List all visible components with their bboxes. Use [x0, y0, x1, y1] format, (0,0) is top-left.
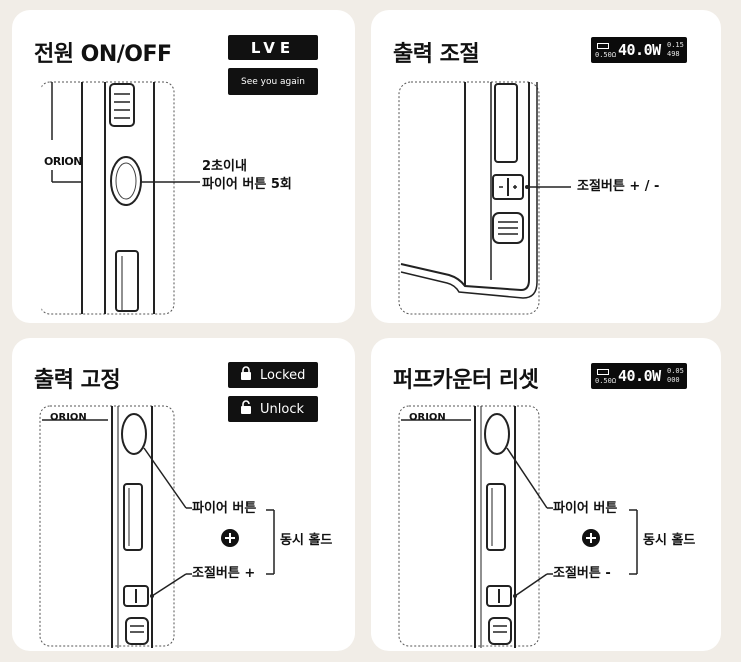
lcd-puffs-bottom-reset: 000	[667, 376, 680, 384]
hold-label-lock: 동시 홀드	[280, 533, 333, 548]
device-logo-reset: ORION	[409, 412, 446, 423]
lcd-resistance-reset: 0.50Ω	[595, 377, 617, 385]
plus-circle-icon	[221, 529, 239, 547]
brand-logo-text: LVE	[250, 38, 296, 57]
unlock-badge: Unlock	[228, 396, 318, 422]
panel-title-power: 전원 ON/OFF	[34, 42, 172, 67]
callout-power-line2: 파이어 버튼 5회	[202, 177, 292, 192]
panel-output-lock: 출력 고정 Locked Unlock	[12, 338, 355, 651]
battery-icon-reset	[597, 369, 609, 375]
panel-output-adjust: 출력 조절 0.50Ω 40.0W 0.15 498 조절버튼 + / -	[371, 10, 721, 323]
device-side-drawing-adjust	[398, 81, 571, 315]
hold-label-reset: 동시 홀드	[643, 533, 696, 548]
adjust-button-label-reset: 조절버튼 -	[553, 566, 611, 581]
lcd-display-reset: 0.50Ω 40.0W 0.05 000	[591, 363, 687, 389]
panel-title-output-lock: 출력 고정	[34, 368, 121, 393]
device-logo: ORION	[44, 155, 82, 168]
lcd-power: 40.0W	[618, 41, 661, 59]
adjust-button-label-lock: 조절버튼 +	[192, 566, 256, 581]
locked-badge: Locked	[228, 362, 318, 388]
plus-circle-icon-reset	[582, 529, 600, 547]
lock-open-icon	[240, 400, 252, 418]
lcd-power-reset: 40.0W	[618, 367, 661, 385]
screen-message-text: See you again	[241, 76, 305, 87]
device-side-drawing-lock	[39, 405, 275, 648]
lcd-puffs-top: 0.15	[667, 41, 684, 49]
screen-message-badge: See you again	[228, 68, 318, 95]
locked-label: Locked	[260, 367, 306, 383]
device-side-drawing-reset	[398, 405, 638, 648]
lcd-resistance: 0.50Ω	[595, 51, 617, 59]
callout-adjust-buttons: 조절버튼 + / -	[577, 179, 660, 194]
device-logo-lock: ORION	[50, 412, 87, 423]
panel-power: 전원 ON/OFF LVE See you again ORION 2초이내 파…	[12, 10, 355, 323]
battery-icon	[597, 43, 609, 49]
unlock-label: Unlock	[260, 401, 304, 417]
lcd-puffs-top-reset: 0.05	[667, 367, 684, 375]
fire-button-label-lock: 파이어 버튼	[192, 501, 257, 516]
device-side-drawing	[38, 81, 200, 315]
lock-closed-icon	[240, 366, 252, 384]
brand-logo-badge: LVE	[228, 35, 318, 60]
panel-title-puff-reset: 퍼프카운터 리셋	[393, 368, 539, 393]
lcd-display-adjust: 0.50Ω 40.0W 0.15 498	[591, 37, 687, 63]
panel-puff-reset: 퍼프카운터 리셋 0.50Ω 40.0W 0.05 000	[371, 338, 721, 651]
panel-title-output-adjust: 출력 조절	[393, 42, 480, 67]
lcd-puffs-bottom: 498	[667, 50, 680, 58]
fire-button-label-reset: 파이어 버튼	[553, 501, 618, 516]
callout-power-line1: 2초이내	[202, 159, 247, 174]
